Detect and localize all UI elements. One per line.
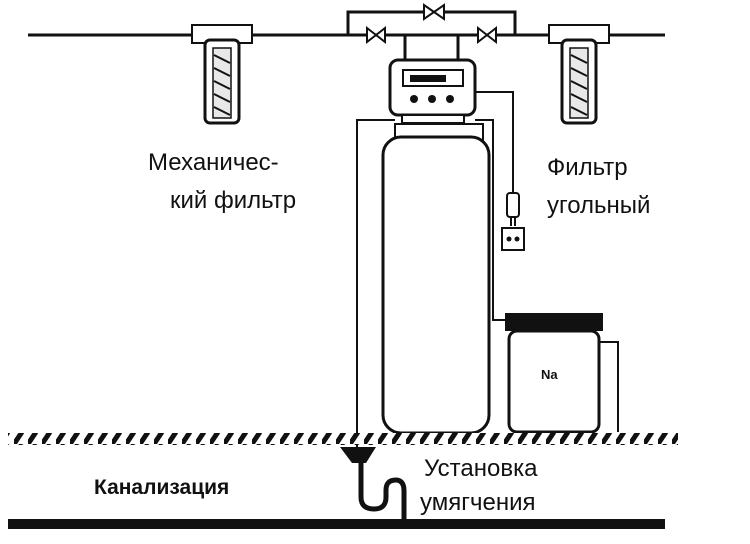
carbon-filter-icon	[548, 24, 610, 125]
power-cable	[475, 91, 514, 193]
drain-funnel-icon	[340, 447, 407, 521]
floor-hatch	[8, 433, 678, 445]
power-plug-icon	[506, 192, 520, 226]
carbon-filter-label-line2: угольный	[547, 192, 651, 219]
bypass-valve-icon	[423, 3, 445, 21]
power-socket-icon	[501, 227, 525, 251]
carbon-filter-label-line1: Фильтр	[547, 154, 628, 181]
brine-tank-icon	[505, 313, 619, 434]
softener-label-line2: умягчения	[420, 489, 536, 516]
sewer-pipe	[8, 519, 665, 529]
inlet-valve-icon	[366, 25, 386, 45]
mechanical-filter-label-line1: Механичес-	[148, 149, 279, 176]
mechanical-filter-label-line2: кий фильтр	[170, 187, 297, 214]
control-valve-head	[388, 58, 477, 124]
softener-tank-icon	[381, 123, 491, 435]
mechanical-filter-icon	[191, 24, 253, 125]
sewer-label: Канализация	[94, 476, 230, 499]
drain-line	[356, 119, 395, 447]
softener-label-line1: Установка	[424, 455, 538, 482]
outlet-valve-icon	[477, 25, 497, 45]
brine-line	[475, 119, 508, 321]
brine-tank-label: Na	[541, 367, 558, 382]
